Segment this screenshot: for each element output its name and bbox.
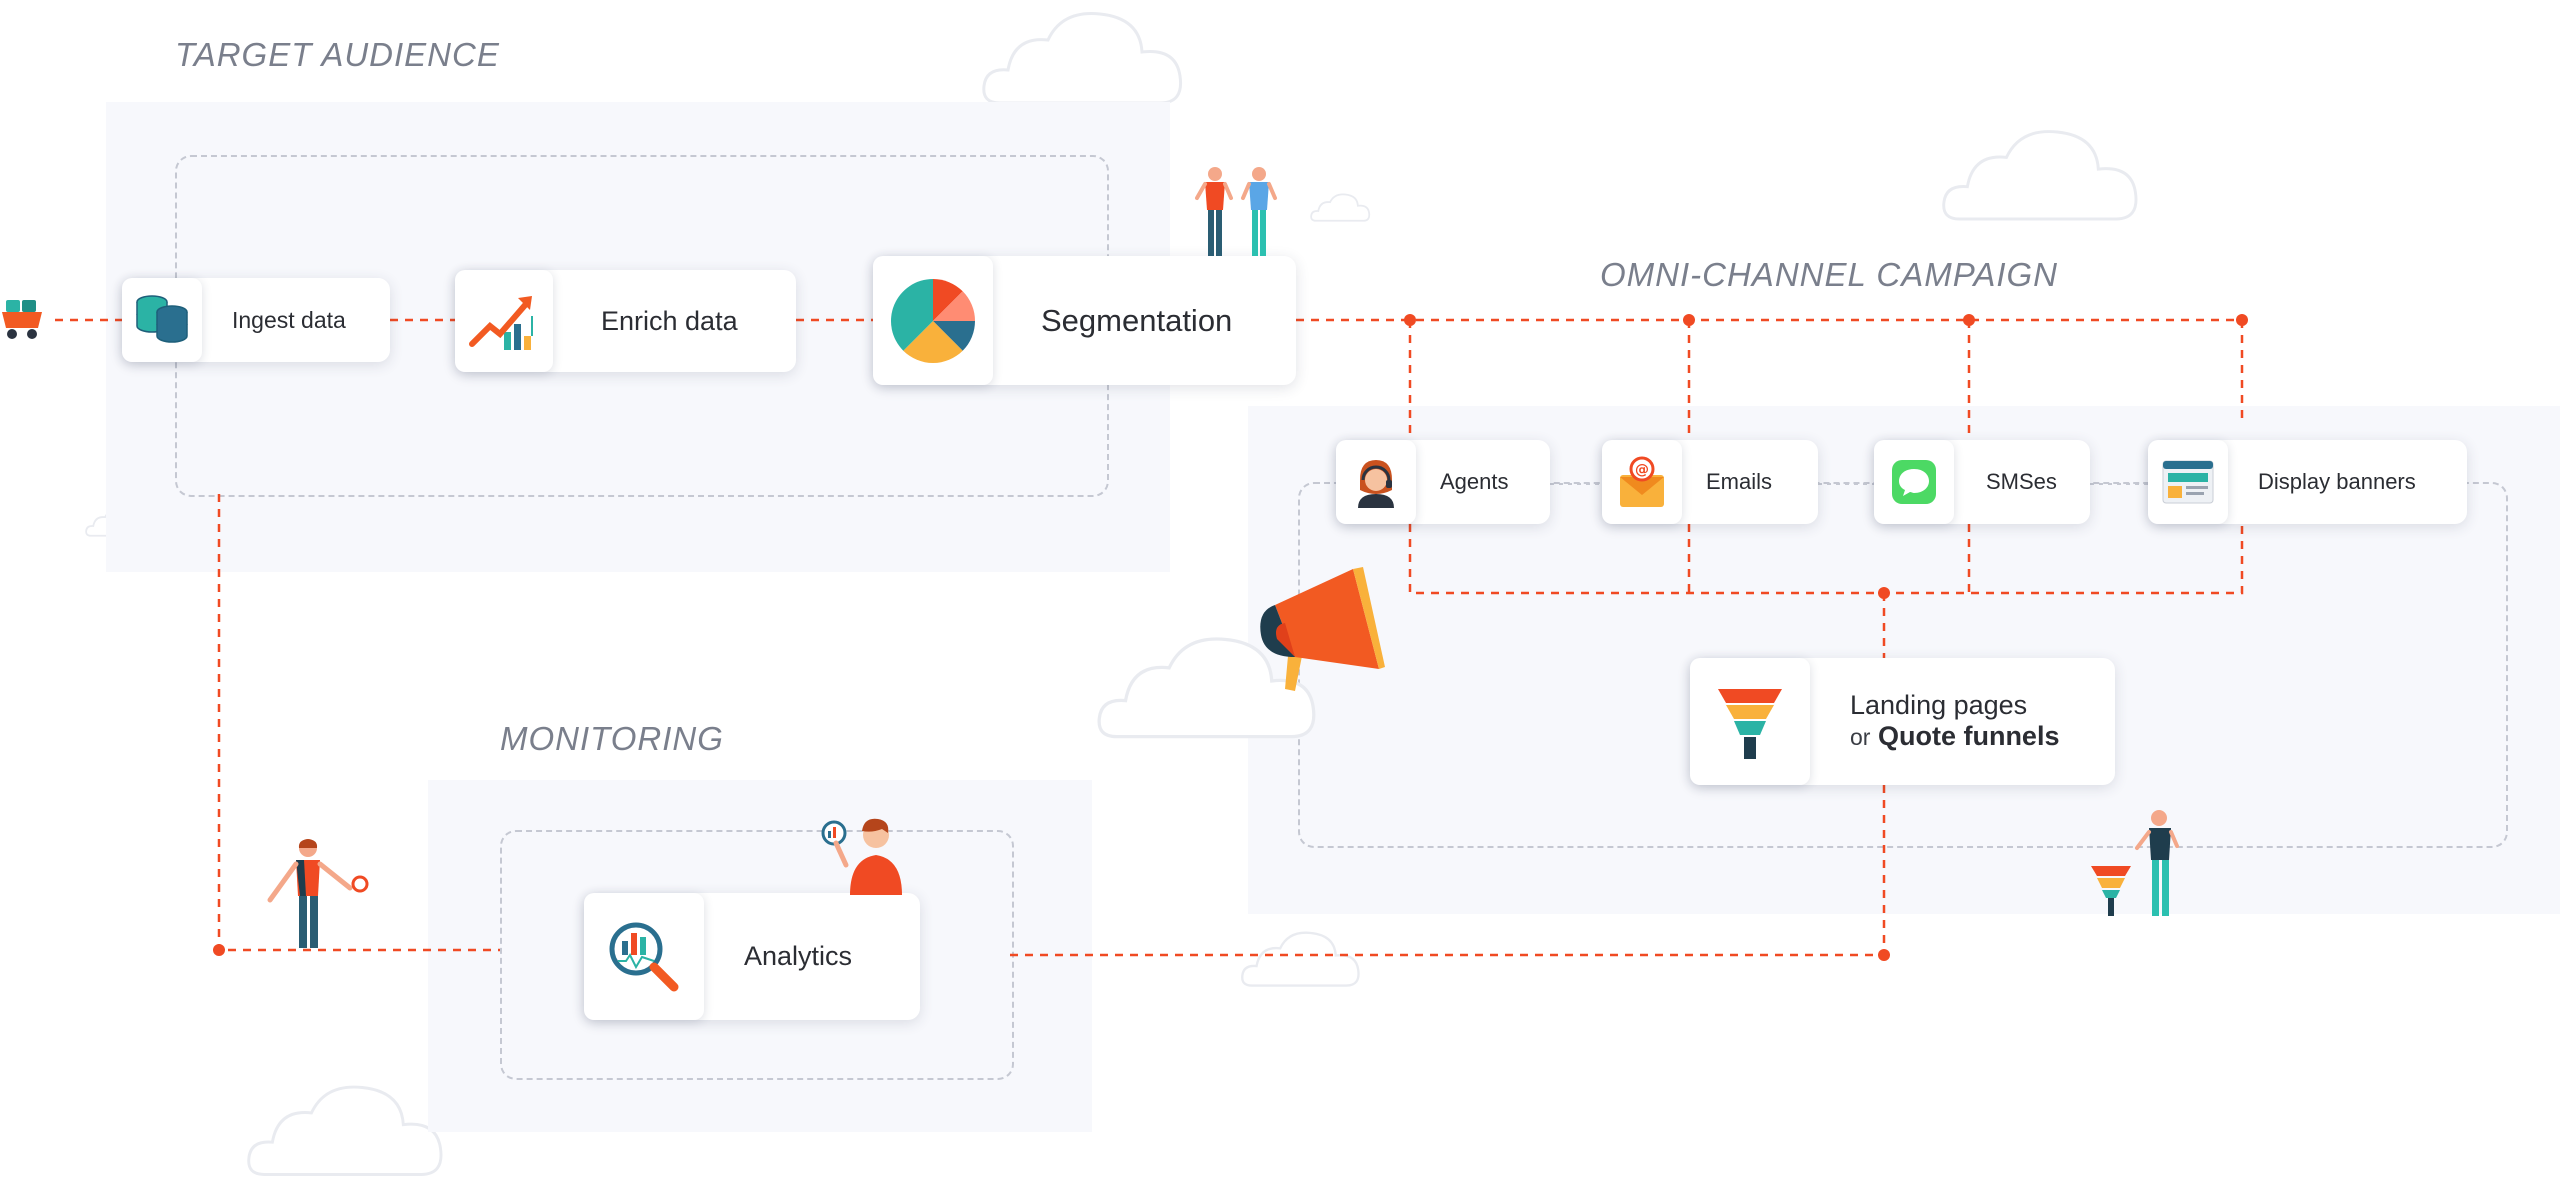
ingest-data-card[interactable]: Ingest data bbox=[122, 278, 390, 362]
database-icon bbox=[136, 295, 188, 343]
cloud-decoration bbox=[1241, 931, 1360, 987]
analytics-card[interactable]: Analytics bbox=[584, 893, 920, 1020]
monitoring-title: MONITORING bbox=[500, 720, 724, 757]
segmentation-icon-box bbox=[873, 256, 993, 385]
cloud-decoration bbox=[1097, 637, 1316, 739]
analytics-magnifier-icon bbox=[609, 922, 679, 991]
emails-label: Emails bbox=[1706, 469, 1773, 494]
cloud-decoration bbox=[247, 1085, 443, 1176]
landing-pages-label: Landing pages or Quote funnels bbox=[1850, 690, 2059, 753]
emails-icon-box: @ bbox=[1602, 440, 1682, 524]
agents-icon-box bbox=[1336, 440, 1416, 524]
ingest-data-label: Ingest data bbox=[232, 306, 346, 333]
funnel-icon bbox=[1718, 688, 1782, 759]
display-banners-label: Display banners bbox=[2258, 469, 2416, 494]
person-with-magnifier-illustration bbox=[267, 839, 369, 948]
enrich-data-card[interactable]: Enrich data bbox=[455, 270, 796, 372]
analytics-icon-box bbox=[584, 893, 704, 1020]
quote-funnels-text: Quote funnels bbox=[1877, 721, 2060, 751]
chat-bubble-icon bbox=[1892, 460, 1936, 504]
enrich-icon-box bbox=[455, 270, 553, 372]
smses-card[interactable]: SMSes bbox=[1874, 440, 2090, 524]
or-connector: or bbox=[1850, 724, 1871, 750]
ingest-icon-box bbox=[122, 278, 202, 362]
omni-channel-title: OMNI-CHANNEL CAMPAIGN bbox=[1600, 256, 2058, 293]
quote-funnels-line: or Quote funnels bbox=[1850, 721, 2059, 753]
agents-label: Agents bbox=[1440, 469, 1509, 494]
segmentation-card[interactable]: Segmentation bbox=[873, 256, 1296, 385]
cloud-decoration bbox=[1942, 130, 2138, 221]
cloud-decoration bbox=[982, 12, 1183, 105]
landing-icon-box bbox=[1690, 658, 1810, 785]
smses-label: SMSes bbox=[1986, 469, 2057, 494]
cloud-decoration bbox=[1310, 193, 1371, 222]
smses-icon-box bbox=[1874, 440, 1954, 524]
megaphone-icon bbox=[1260, 567, 1385, 691]
display-banners-card[interactable]: Display banners bbox=[2148, 440, 2467, 524]
agents-card[interactable]: Agents bbox=[1336, 440, 1550, 524]
banners-icon-box bbox=[2148, 440, 2228, 524]
segmentation-label: Segmentation bbox=[1041, 302, 1233, 338]
analyst-person-illustration bbox=[821, 818, 902, 895]
analytics-label: Analytics bbox=[744, 941, 853, 971]
landing-pages-card[interactable]: Landing pages or Quote funnels bbox=[1690, 658, 2115, 785]
pie-chart-icon bbox=[890, 278, 975, 363]
landing-pages-line: Landing pages bbox=[1850, 690, 2028, 720]
support-agent-icon bbox=[1358, 460, 1394, 508]
enrich-data-label: Enrich data bbox=[601, 305, 738, 336]
people-illustration bbox=[1195, 167, 1277, 256]
target-audience-title: TARGET AUDIENCE bbox=[175, 36, 500, 73]
person-with-funnel-illustration bbox=[2091, 810, 2179, 916]
svg-text:@: @ bbox=[1635, 462, 1649, 478]
data-cart-icon bbox=[2, 300, 42, 339]
email-icon: @ bbox=[1620, 456, 1664, 507]
browser-banner-icon bbox=[2162, 460, 2214, 504]
growth-chart-icon bbox=[469, 296, 533, 350]
emails-card[interactable]: @ Emails bbox=[1602, 440, 1818, 524]
